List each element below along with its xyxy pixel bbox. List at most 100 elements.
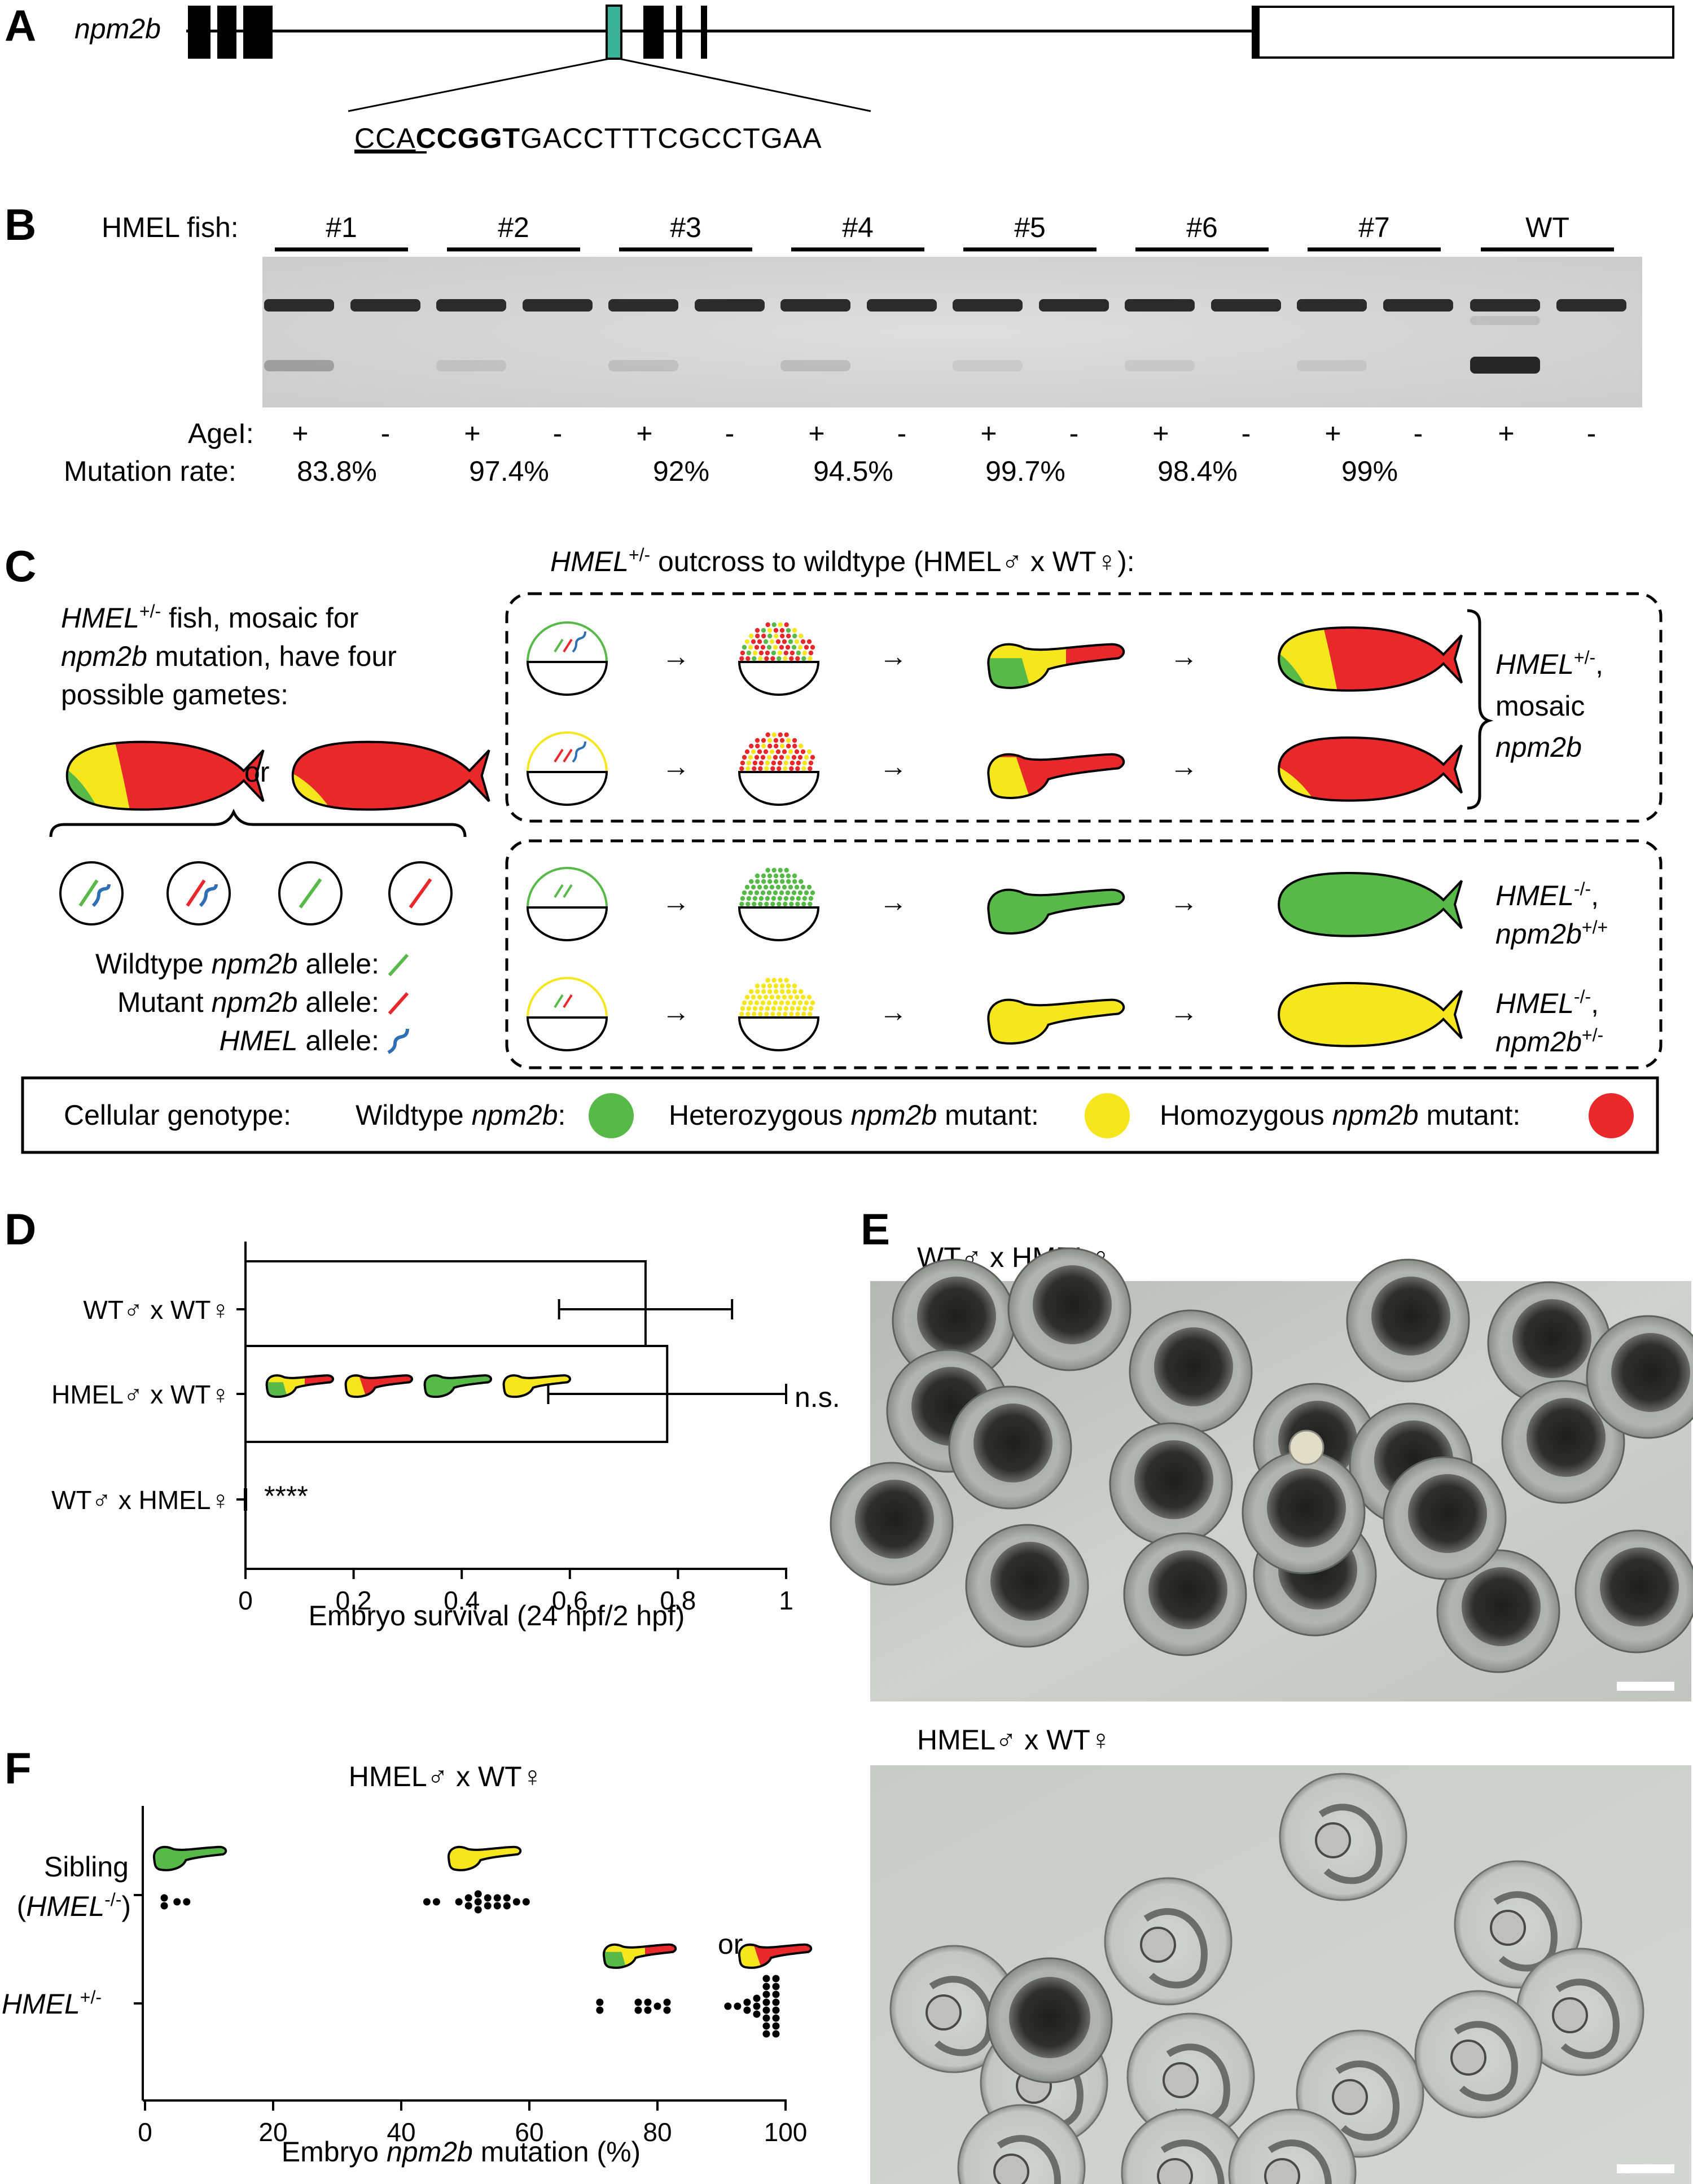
blastula-cell [755,989,760,994]
genotype-het-swatch [1085,1093,1130,1138]
blastula-cell [804,1000,809,1006]
fish-row-label: HMEL fish: [102,212,239,243]
d-x-tick-label: 0.8 [660,1586,696,1615]
embryo-yolk [993,2154,1029,2184]
blastula-cell [765,650,770,656]
egg-yolk [917,1277,996,1356]
f-dot [634,2006,642,2014]
f-dot [474,1890,482,1898]
egg-yolk [1462,1567,1541,1646]
arrow: → [879,751,907,782]
blastula-cell [744,749,750,755]
zygote-yolk [526,906,608,941]
gene-model [186,5,1674,112]
f-dot [762,2022,770,2030]
blastula-cell [788,884,793,890]
embryo-tail [1160,2139,1225,2184]
embryo-yolk [926,1994,962,2030]
blastula-cell [770,901,775,907]
blastula-cell [745,656,751,661]
lysed-embryo [1288,1429,1324,1466]
f-dot [772,2014,780,2022]
blastula-cell [786,989,791,994]
blastula-cell [752,901,757,907]
blastula-cell [774,989,779,994]
blastula-cell [792,633,797,639]
blastula-cell [792,879,797,884]
blastula-cell [773,1000,778,1006]
gene-name: npm2b [74,13,161,45]
agei-minus: - [381,418,391,449]
blastula-cell [782,884,787,890]
d-category-label: HMEL♂ x WT♀ [51,1380,230,1409]
significance-stars: **** [264,1480,308,1512]
blastula-cell [773,983,779,989]
embryo-yolk [1140,1927,1176,1963]
gel-band-digested [1470,357,1540,374]
larva-wt [987,888,1125,935]
blastula-cell [777,656,782,661]
gel-image [262,257,1642,407]
f-dot [173,1898,181,1906]
blastula-cell [786,743,791,749]
blastula-cell [802,896,808,901]
blastula-cell [764,656,769,661]
arrow: → [1170,996,1198,1028]
blastula-cell [758,901,763,907]
blastula-cell [771,622,777,628]
blastula-cell [779,644,784,650]
fish-header-8: WT [1525,212,1569,243]
blastula-cell [764,1011,769,1017]
embryo-yolk [1332,2079,1368,2115]
blastula-cell [742,890,747,896]
blastula-cell [778,977,783,983]
f-x-tick-label: 80 [643,2117,672,2147]
blastula-cell [797,1000,803,1006]
blastula-cell [773,873,779,879]
genotype-het-label: Heterozygous npm2b mutant: [669,1099,1039,1131]
c-left-line3: possible gametes: [61,679,288,711]
gel-band-upper [1039,299,1109,312]
blastula-cell [804,890,809,896]
blastula-cell [771,896,777,901]
blastula-cell [794,884,800,890]
mosaic-brace [1467,609,1494,810]
blastula-cell [777,650,783,656]
allele-mut [563,994,573,1008]
mutation-rate-3: 92% [653,455,709,487]
zygote-yolk [526,1016,608,1051]
c-left-line2: npm2b mutation, have four [61,641,397,672]
blastula-cell [774,743,779,749]
blastula-cell [749,989,754,994]
blastula-cell [751,639,756,644]
blastula-cell [792,989,797,994]
blastula-cell [779,873,785,879]
mosaic-label-2: mosaic [1495,690,1585,722]
embryo-yolk [1315,1822,1351,1858]
legend-wt-allele: Wildtype npm2b allele: [95,948,379,980]
blastula-cell [788,749,793,755]
gamete-wt-hmel [59,861,124,926]
blastula-cell [761,989,766,994]
c-right-title: HMEL+/- outcross to wildtype (HMEL♂ x WT… [550,545,1135,577]
agei-minus: - [1587,418,1596,449]
blastula-cell [778,867,783,873]
larva-mosaic1 [603,1943,677,1969]
f-xlabel: Embryo npm2b mutation (%) [282,2136,641,2168]
blastula-cell [796,896,801,901]
mutation-rate-5: 99.7% [985,455,1065,487]
blastula-cell [740,650,745,656]
blastula-cell [779,1000,784,1006]
f-dot [762,1983,770,1990]
mutation-rate-4: 94.5% [813,455,893,487]
blastula-cell [752,766,757,771]
f-dot [493,1902,501,1910]
f-dot [484,1894,492,1902]
f-dot [474,1898,482,1906]
arrow: → [662,751,690,782]
blastula-cell [744,639,750,644]
blastula-cell [794,994,800,1000]
fish-header-7: #7 [1358,212,1390,243]
c-left-line1: HMEL+/- fish, mosaic for [61,601,358,634]
blastula-cell [783,1011,788,1017]
